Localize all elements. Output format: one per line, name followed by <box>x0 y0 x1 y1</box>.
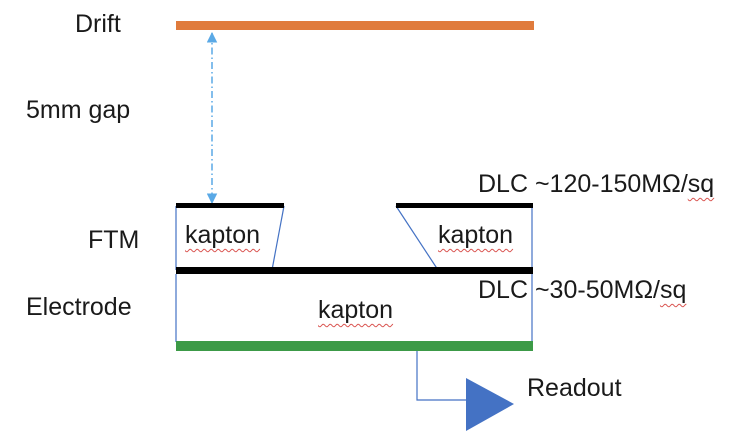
dlc-top-value: DLC ~120-150MΩ/ <box>478 170 688 198</box>
kapton-right-label: kapton <box>438 221 514 249</box>
hole-left-edge <box>271 205 285 271</box>
ftm-label: FTM <box>88 226 140 254</box>
dlc-middle <box>176 267 533 274</box>
dlc-bottom-unit: sq <box>659 276 687 304</box>
readout-label: Readout <box>527 374 622 402</box>
electrode-outline <box>175 274 533 342</box>
dlc-top-label: DLC ~120-150MΩ/sq <box>478 172 714 197</box>
electrode-plate <box>176 341 533 351</box>
kapton-left-label: kapton <box>185 221 261 249</box>
kapton-bottom-label: kapton <box>318 296 394 324</box>
gap-label: 5mm gap <box>26 96 131 124</box>
drift-label: Drift <box>75 10 121 38</box>
dlc-bottom-label: DLC ~30-50MΩ/sq <box>478 278 686 303</box>
hole-right-edge <box>395 205 439 271</box>
readout-wire <box>416 351 466 401</box>
dlc-top-right <box>396 203 533 208</box>
ftm-outline <box>175 205 533 271</box>
dlc-top-left <box>176 203 284 208</box>
dlc-bottom-value: DLC ~30-50MΩ/ <box>478 276 660 304</box>
electrode-label: Electrode <box>26 293 132 321</box>
dlc-top-unit: sq <box>687 170 715 198</box>
drift-plate <box>176 21 534 30</box>
amplifier-triangle-icon <box>466 378 514 431</box>
